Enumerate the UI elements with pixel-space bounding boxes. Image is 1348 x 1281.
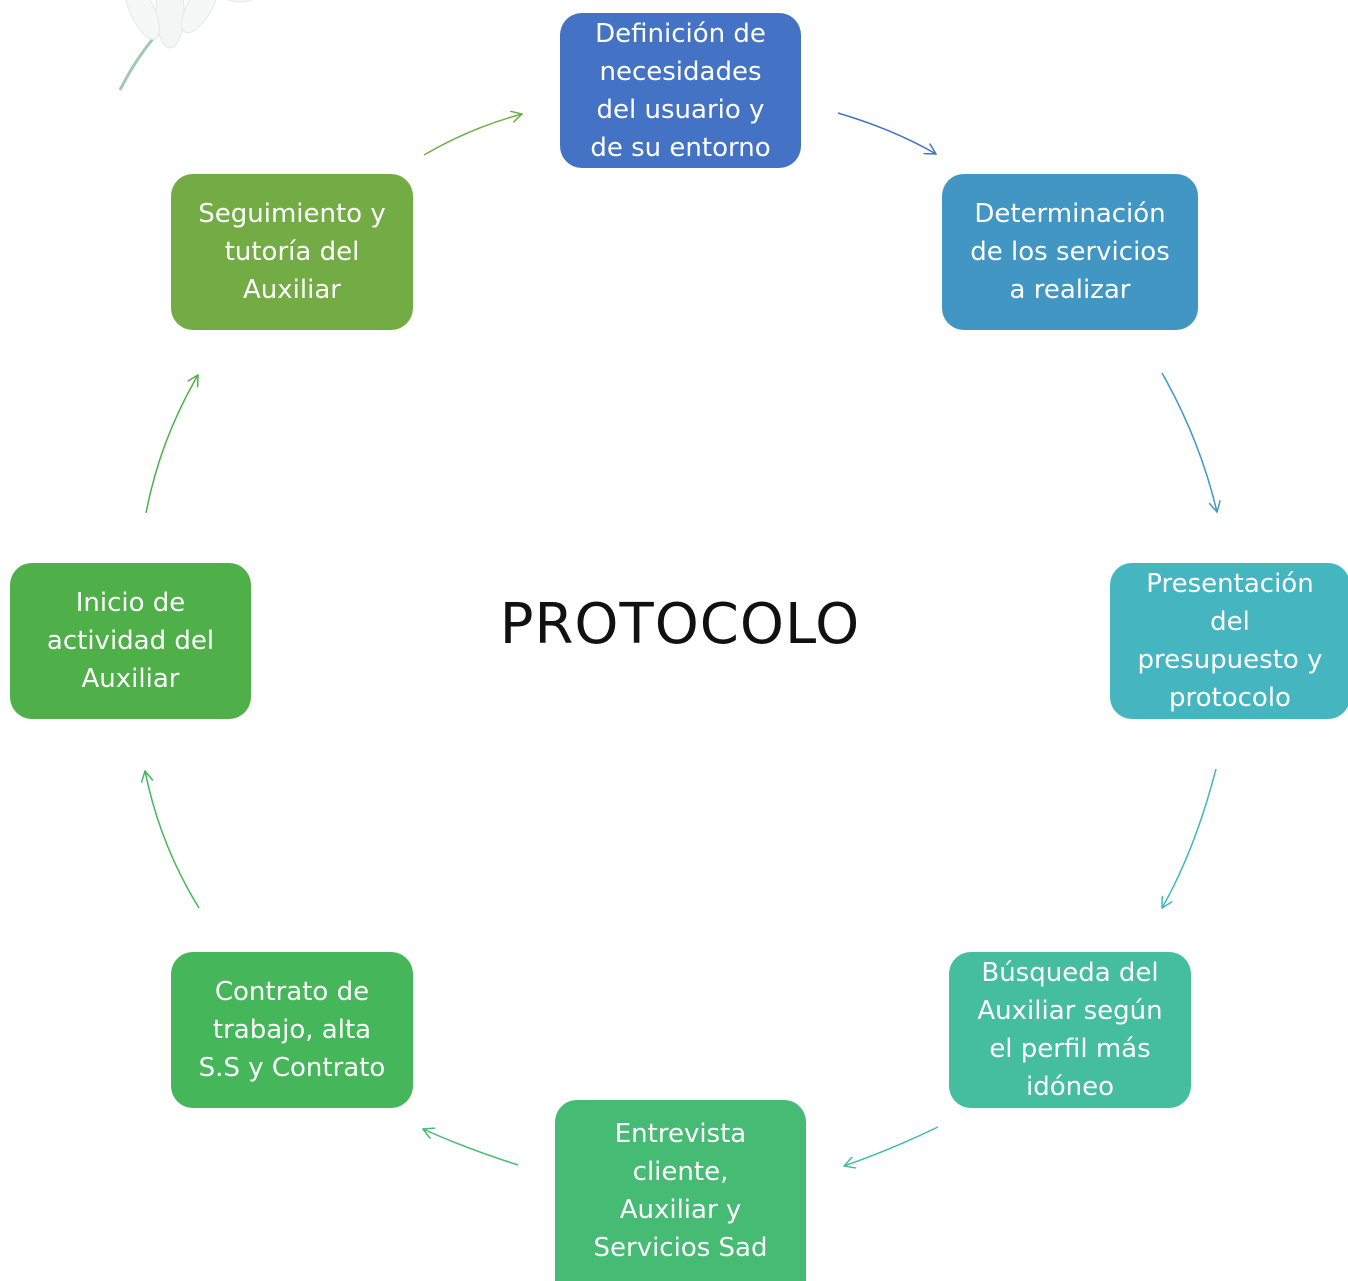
flower-logo-icon — [118, 0, 254, 91]
step-presentacion-presupuesto: Presentación del presupuesto y protocolo — [1110, 563, 1348, 719]
arrow-seguimiento-to-definicion — [423, 114, 522, 156]
step-seguimiento-tutoria: Seguimiento y tutoría del Auxiliar — [171, 174, 413, 330]
arrow-presentacion-to-busqueda — [1162, 768, 1217, 908]
step-label: Búsqueda del Auxiliar según el perfil má… — [977, 958, 1163, 1102]
arrow-inicio-to-seguimiento — [145, 375, 198, 514]
arrow-busqueda-to-entrevista — [844, 1126, 939, 1166]
step-contrato-trabajo: Contrato de trabajo, alta S.S y Contrato — [171, 952, 413, 1108]
step-label: Seguimiento y tutoría del Auxiliar — [198, 199, 386, 305]
step-label: Contrato de trabajo, alta S.S y Contrato — [198, 977, 386, 1083]
step-label: Definición de necesidades del usuario y … — [590, 18, 771, 163]
step-inicio-actividad: Inicio de actividad del Auxiliar — [10, 563, 251, 719]
diagram-title: PROTOCOLO — [499, 592, 861, 657]
step-label: Entrevista cliente, Auxiliar y Servicios… — [593, 1118, 768, 1263]
arrow-determinacion-to-presentacion — [1161, 372, 1217, 512]
arrow-contrato-to-inicio — [145, 771, 200, 909]
step-determinacion-servicios: Determinación de los servicios a realiza… — [942, 174, 1198, 330]
step-entrevista: Entrevista cliente, Auxiliar y Servicios… — [555, 1100, 806, 1281]
step-definicion-necesidades: Definición de necesidades del usuario y … — [560, 13, 801, 168]
step-label: Presentación del presupuesto y protocolo — [1137, 569, 1323, 713]
arrow-definicion-to-determinacion — [837, 112, 936, 154]
arrow-entrevista-to-contrato — [423, 1129, 519, 1166]
step-label: Determinación de los servicios a realiza… — [970, 199, 1170, 305]
step-label: Inicio de actividad del Auxiliar — [46, 588, 215, 694]
step-busqueda-auxiliar: Búsqueda del Auxiliar según el perfil má… — [949, 952, 1191, 1108]
